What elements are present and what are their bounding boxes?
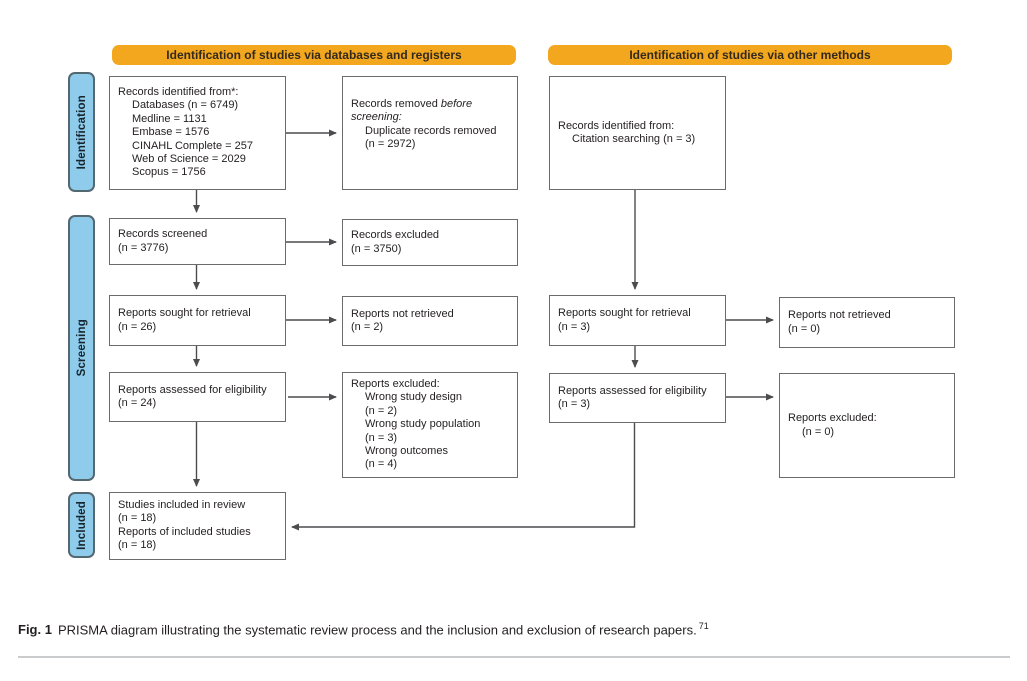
box-records-screened: Records screened (n = 3776)	[109, 218, 286, 265]
box-line-italic: screening:	[351, 111, 402, 124]
box-line: (n = 2)	[365, 404, 398, 417]
box-reports-assessed: Reports assessed for eligibility (n = 24…	[109, 372, 286, 422]
box-line-italic: before	[440, 98, 473, 110]
box-line: Reports excluded:	[788, 412, 877, 425]
box-reports-not-retrieved-other: Reports not retrieved (n = 0)	[779, 297, 955, 348]
stage-label-text: Screening	[75, 319, 88, 377]
box-line: Wrong study population	[365, 418, 481, 431]
caption-ref: 71	[698, 621, 709, 631]
box-line: (n = 2972)	[365, 138, 416, 151]
box-line: (n = 3776)	[118, 241, 169, 254]
box-line: CINAHL Complete = 257	[132, 139, 253, 152]
stage-label-text: Included	[75, 500, 88, 550]
box-line: screening:	[351, 111, 512, 124]
box-records-identified-other: Records identified from: Citation search…	[549, 76, 726, 190]
caption-text: PRISMA diagram illustrating the systemat…	[57, 622, 697, 638]
box-reports-sought: Reports sought for retrieval (n = 26)	[109, 295, 286, 346]
box-reports-not-retrieved: Reports not retrieved (n = 2)	[342, 296, 518, 346]
box-line: (n = 2)	[351, 321, 384, 333]
box-line: Wrong outcomes	[365, 445, 448, 458]
box-line: (n = 26)	[118, 320, 157, 333]
box-line: Web of Science = 2029	[132, 153, 246, 166]
box-line: Reports not retrieved	[351, 307, 454, 320]
box-reports-assessed-other: Reports assessed for eligibility (n = 3)	[549, 373, 726, 423]
box-line: Records screened	[118, 228, 208, 241]
stage-label-screening: Screening	[68, 215, 95, 481]
box-line: Reports assessed for eligibility	[118, 383, 267, 396]
box-line: Medline = 1131	[132, 112, 207, 125]
box-line: Records identified from:	[558, 119, 675, 132]
box-line: Duplicate records removed	[365, 124, 497, 137]
stage-label-text: Identification	[75, 94, 88, 170]
bottom-divider	[18, 656, 1010, 658]
box-line: Citation searching (n = 3)	[572, 133, 696, 145]
box-line: Reports sought for retrieval	[118, 307, 251, 320]
box-line: Reports not retrieved	[788, 309, 891, 322]
box-records-removed: Records removed before screening: Duplic…	[342, 76, 518, 190]
box-line: (n = 3)	[365, 431, 398, 444]
box-records-excluded: Records excluded (n = 3750)	[342, 219, 518, 266]
box-line: Embase = 1576	[132, 126, 210, 139]
box-line: (n = 0)	[788, 322, 821, 335]
box-line: Records removed before	[351, 98, 512, 111]
box-line: (n = 24)	[118, 397, 157, 409]
stage-label-identification: Identification	[68, 72, 95, 192]
box-line: (n = 18)	[118, 512, 157, 525]
box-line: Studies included in review	[118, 499, 246, 511]
box-records-identified: Records identified from*: Databases (n =…	[109, 76, 286, 190]
box-line: (n = 18)	[118, 539, 157, 552]
box-reports-excluded-other: Reports excluded: (n = 0)	[779, 373, 955, 478]
box-line: Reports sought for retrieval	[558, 307, 691, 320]
header-other-methods: Identification of studies via other meth…	[548, 45, 952, 65]
box-line: Wrong study design	[365, 391, 463, 404]
box-line: Records identified from*:	[118, 86, 239, 98]
stage-label-included: Included	[68, 492, 95, 558]
figure-caption: Fig. 1 PRISMA diagram illustrating the sy…	[18, 621, 1008, 637]
box-line: (n = 4)	[365, 458, 398, 471]
box-studies-included: Studies included in review (n = 18) Repo…	[109, 492, 286, 560]
box-line: Reports assessed for eligibility	[558, 384, 707, 397]
box-line: Reports of included studies	[118, 525, 251, 538]
box-line: (n = 0)	[802, 425, 835, 438]
box-line: (n = 3750)	[351, 242, 402, 255]
box-line-text: Records removed	[351, 98, 441, 110]
box-line: Records excluded	[351, 229, 440, 242]
box-reports-sought-other: Reports sought for retrieval (n = 3)	[549, 295, 726, 346]
figure-label: Fig. 1	[18, 622, 52, 638]
box-reports-excluded: Reports excluded: Wrong study design (n …	[342, 372, 518, 478]
box-line: Databases (n = 6749)	[132, 99, 239, 112]
box-line: Reports excluded:	[351, 378, 440, 390]
box-line: (n = 3)	[558, 398, 591, 410]
header-databases-registers: Identification of studies via databases …	[112, 45, 516, 65]
box-line: (n = 3)	[558, 320, 591, 333]
box-line: Scopus = 1756	[132, 166, 206, 179]
